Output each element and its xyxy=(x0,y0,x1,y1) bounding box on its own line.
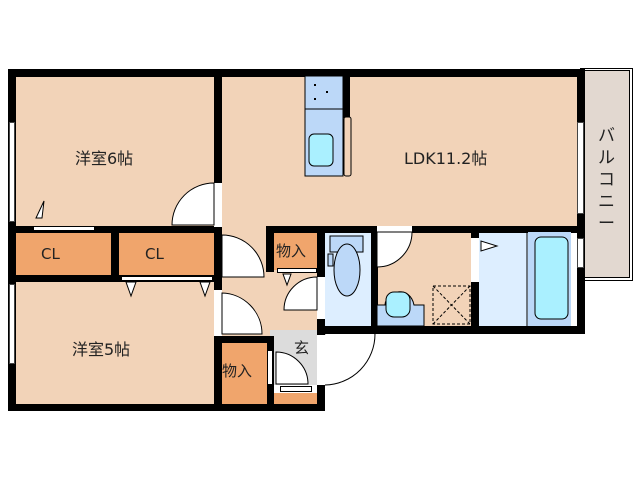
label-western-room-6: 洋室6帖 xyxy=(75,149,134,168)
bathtub xyxy=(534,236,569,320)
wall-toilet-right xyxy=(371,226,378,334)
arrow-closet-2 xyxy=(199,281,211,298)
arrow-room6-closet xyxy=(35,200,45,219)
kitchen-backsplash xyxy=(343,116,352,177)
label-storage-2: 物入 xyxy=(222,362,253,380)
label-balcony: バルコニー xyxy=(598,126,615,234)
wall-mid-vertical xyxy=(214,69,222,411)
arrow-closet-1 xyxy=(125,281,137,298)
door-swing-shoebox xyxy=(275,351,309,385)
burner-1 xyxy=(314,84,316,86)
toilet-bowl xyxy=(333,243,361,297)
door-swing-room5 xyxy=(221,292,263,335)
wall-bottom-left xyxy=(8,404,325,411)
storage-upper xyxy=(274,232,317,270)
door-opening-toilet[interactable] xyxy=(317,277,325,319)
arrow-storage xyxy=(282,273,292,287)
door-swing-room6 xyxy=(171,182,215,226)
wall-closet-divider xyxy=(111,226,119,282)
balcony-area xyxy=(580,66,634,282)
kitchen-sink xyxy=(308,133,334,167)
arrow-bath xyxy=(480,240,499,252)
wall-kitchen-divider xyxy=(343,76,350,118)
label-ldk: LDK11.2帖 xyxy=(404,149,488,168)
label-storage-1: 物入 xyxy=(276,242,307,260)
toilet-paper xyxy=(327,253,334,267)
door-opening-bath[interactable] xyxy=(471,238,479,282)
washer-pan xyxy=(432,285,471,325)
burner-2 xyxy=(326,91,328,93)
door-opening-entrance[interactable] xyxy=(317,335,325,385)
window-bath xyxy=(577,238,584,268)
ldk-room xyxy=(222,76,577,226)
closet-right xyxy=(119,233,214,275)
burner-3 xyxy=(314,98,316,100)
wall-top xyxy=(8,69,585,77)
door-opening-room6[interactable] xyxy=(214,183,222,227)
window-room5-left xyxy=(9,284,15,364)
door-opening-storage-lower[interactable] xyxy=(267,350,273,385)
door-swing-washroom xyxy=(376,231,413,268)
door-opening-shoebox[interactable] xyxy=(280,386,312,392)
wall-core-bottom xyxy=(317,326,585,334)
door-opening-closet-bottom[interactable] xyxy=(121,276,213,281)
label-closet-2: CL xyxy=(145,245,164,263)
storage-lower xyxy=(222,343,267,404)
wall-storage-lower-top xyxy=(214,336,273,343)
stove xyxy=(304,75,344,110)
door-swing-toilet xyxy=(283,276,318,311)
door-swing-entrance-outer xyxy=(324,326,376,335)
door-opening-storage-upper[interactable] xyxy=(277,268,317,273)
wash-basin-bowl xyxy=(385,291,411,318)
wall-lower-core-top xyxy=(266,226,585,233)
door-swing-entrance-outer2 xyxy=(324,333,376,386)
door-opening-room6-closet[interactable] xyxy=(33,226,95,231)
window-room6-left xyxy=(9,122,15,222)
window-ldk-balcony xyxy=(577,122,584,214)
label-closet-1: CL xyxy=(41,245,60,263)
wall-left xyxy=(8,69,16,411)
entrance-shoebox xyxy=(274,393,317,404)
door-opening-room5[interactable] xyxy=(214,290,222,336)
door-opening-washroom[interactable] xyxy=(377,226,412,232)
door-swing-hall-upper xyxy=(221,234,265,278)
label-entrance: 玄 xyxy=(294,339,310,357)
closet-left xyxy=(16,233,111,275)
western-room-5jo xyxy=(16,282,215,404)
wall-storage-left xyxy=(266,226,274,272)
label-western-room-5: 洋室5帖 xyxy=(72,340,131,359)
